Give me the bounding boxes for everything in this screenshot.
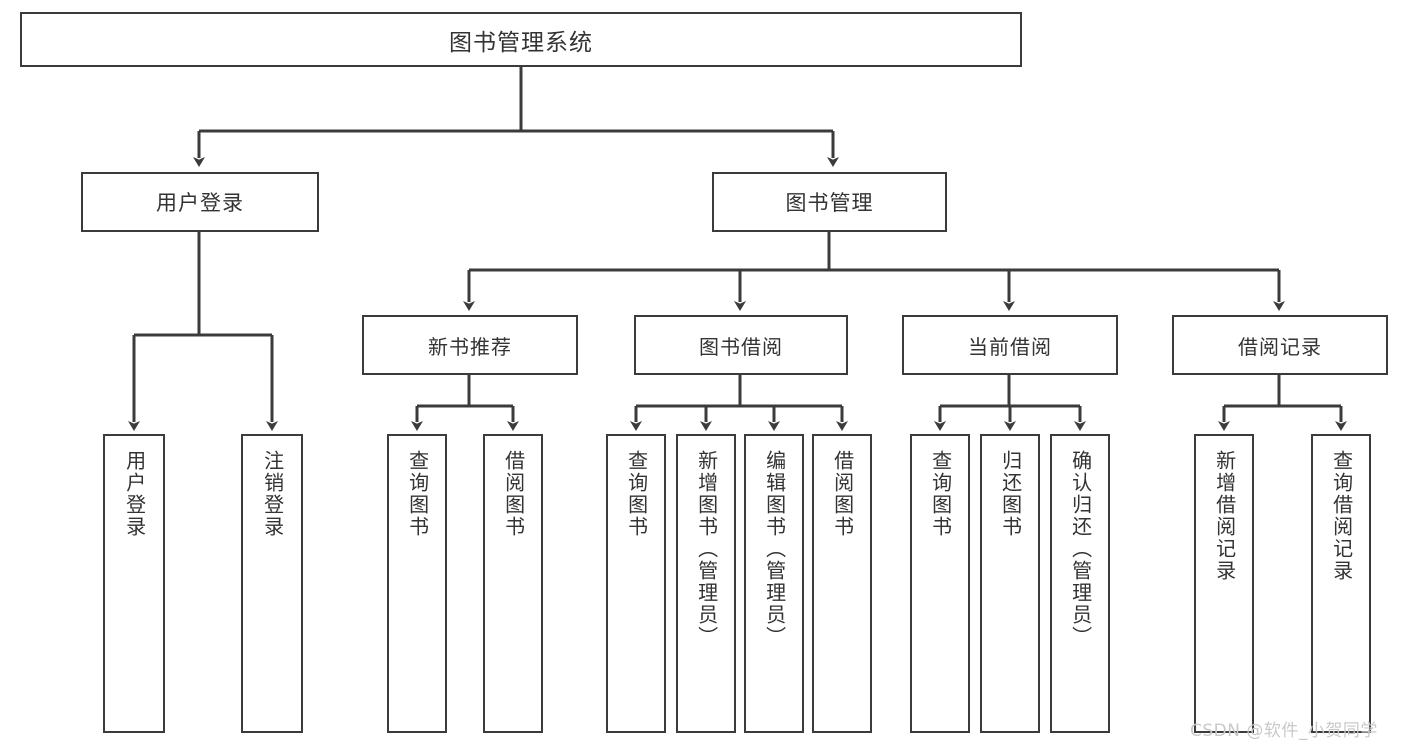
- node-label: 用户登录: [156, 191, 244, 215]
- node-user-login[interactable]: 用户登录: [81, 172, 319, 232]
- node-label: 确认归还（管理员）: [1068, 450, 1093, 648]
- node-label: 归还图书: [998, 450, 1023, 538]
- node-label: 查询图书: [405, 450, 430, 538]
- node-label: 用户登录: [122, 450, 147, 538]
- leaf-new-book-query-book[interactable]: 查询图书: [387, 434, 447, 733]
- leaf-book-borrow-borrow-book[interactable]: 借阅图书: [812, 434, 872, 733]
- leaf-borrow-record-add-record[interactable]: 新增借阅记录: [1194, 434, 1254, 733]
- node-new-book-recommend[interactable]: 新书推荐: [362, 315, 578, 375]
- leaf-user-login-logout[interactable]: 注销登录: [241, 434, 303, 733]
- node-label: 新书推荐: [428, 334, 512, 359]
- node-label: 新增图书（管理员）: [694, 450, 719, 648]
- node-label: 借阅图书: [501, 450, 526, 538]
- leaf-book-borrow-query-book[interactable]: 查询图书: [606, 434, 666, 733]
- node-label: 查询借阅记录: [1329, 450, 1354, 582]
- node-borrow-record[interactable]: 借阅记录: [1172, 315, 1388, 375]
- leaf-book-borrow-edit-book[interactable]: 编辑图书（管理员）: [744, 434, 804, 733]
- leaf-book-borrow-add-book[interactable]: 新增图书（管理员）: [676, 434, 736, 733]
- leaf-new-book-borrow-book[interactable]: 借阅图书: [483, 434, 543, 733]
- node-book-borrow[interactable]: 图书借阅: [634, 315, 848, 375]
- node-label: 借阅记录: [1238, 334, 1322, 359]
- node-label: 查询图书: [624, 450, 649, 538]
- node-label: 图书借阅: [699, 334, 783, 359]
- watermark: CSDN @软件_小贺同学: [1190, 721, 1378, 741]
- node-root-book-management-system[interactable]: 图书管理系统: [20, 12, 1022, 67]
- node-label: 查询图书: [928, 450, 953, 538]
- node-current-borrow[interactable]: 当前借阅: [902, 315, 1118, 375]
- node-label: 图书管理: [785, 191, 874, 215]
- node-label: 编辑图书（管理员）: [762, 450, 787, 648]
- node-label: 借阅图书: [830, 450, 855, 538]
- leaf-current-borrow-query-book[interactable]: 查询图书: [910, 434, 970, 733]
- leaf-user-login-login[interactable]: 用户登录: [103, 434, 165, 733]
- leaf-borrow-record-query-record[interactable]: 查询借阅记录: [1311, 434, 1371, 733]
- leaf-current-borrow-return-book[interactable]: 归还图书: [980, 434, 1040, 733]
- node-label: 图书管理系统: [449, 29, 593, 56]
- leaf-current-borrow-confirm-return[interactable]: 确认归还（管理员）: [1050, 434, 1110, 733]
- node-label: 当前借阅: [968, 334, 1052, 359]
- node-label: 新增借阅记录: [1212, 450, 1237, 582]
- node-label: 注销登录: [260, 450, 285, 538]
- node-book-management[interactable]: 图书管理: [712, 172, 947, 232]
